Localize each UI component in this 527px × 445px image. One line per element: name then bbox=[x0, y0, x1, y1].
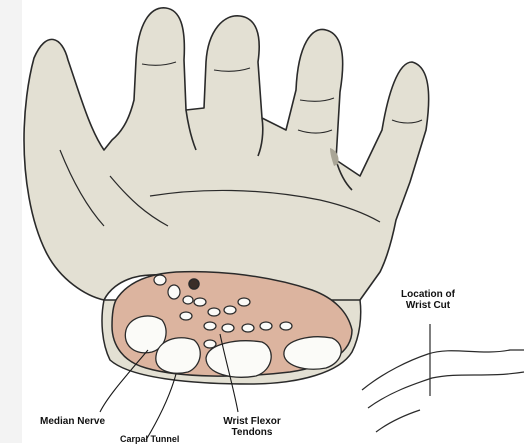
artery-dot bbox=[189, 279, 199, 289]
carpal-tunnel-label: Carpal Tunnel bbox=[120, 434, 179, 445]
tendon bbox=[180, 312, 192, 320]
wrist-cut-location-line2: Wrist Cut bbox=[388, 300, 468, 311]
wrist-flexor-label: Wrist Flexor Tendons bbox=[212, 416, 292, 438]
tendon bbox=[154, 275, 166, 285]
bone bbox=[284, 337, 341, 369]
tendon bbox=[260, 322, 272, 330]
left-edge-texture bbox=[0, 0, 22, 443]
skin-line bbox=[376, 410, 420, 432]
forearm-lower-edge bbox=[368, 372, 524, 408]
palm bbox=[24, 8, 429, 309]
tendon bbox=[168, 285, 180, 299]
tendon bbox=[224, 306, 236, 314]
bone bbox=[156, 338, 200, 373]
tendon bbox=[238, 298, 250, 306]
tendon bbox=[280, 322, 292, 330]
tendon bbox=[208, 308, 220, 316]
forearm-sketch bbox=[362, 324, 524, 432]
tendon bbox=[242, 324, 254, 332]
wrist-flexor-label-line2: Tendons bbox=[212, 427, 292, 438]
tendon bbox=[194, 298, 206, 306]
bone bbox=[206, 341, 271, 377]
tendon bbox=[222, 324, 234, 332]
tendon bbox=[204, 322, 216, 330]
median-nerve-label: Median Nerve bbox=[40, 416, 105, 427]
carpal-leader bbox=[146, 374, 176, 440]
hand-illustration bbox=[24, 8, 429, 309]
forearm-upper-edge bbox=[362, 350, 524, 390]
wrist-cut-location-line1: Location of bbox=[388, 289, 468, 300]
wrist-flexor-label-line1: Wrist Flexor bbox=[212, 416, 292, 427]
tendon bbox=[183, 296, 193, 304]
wrist-cut-location-label: Location of Wrist Cut bbox=[388, 289, 468, 311]
